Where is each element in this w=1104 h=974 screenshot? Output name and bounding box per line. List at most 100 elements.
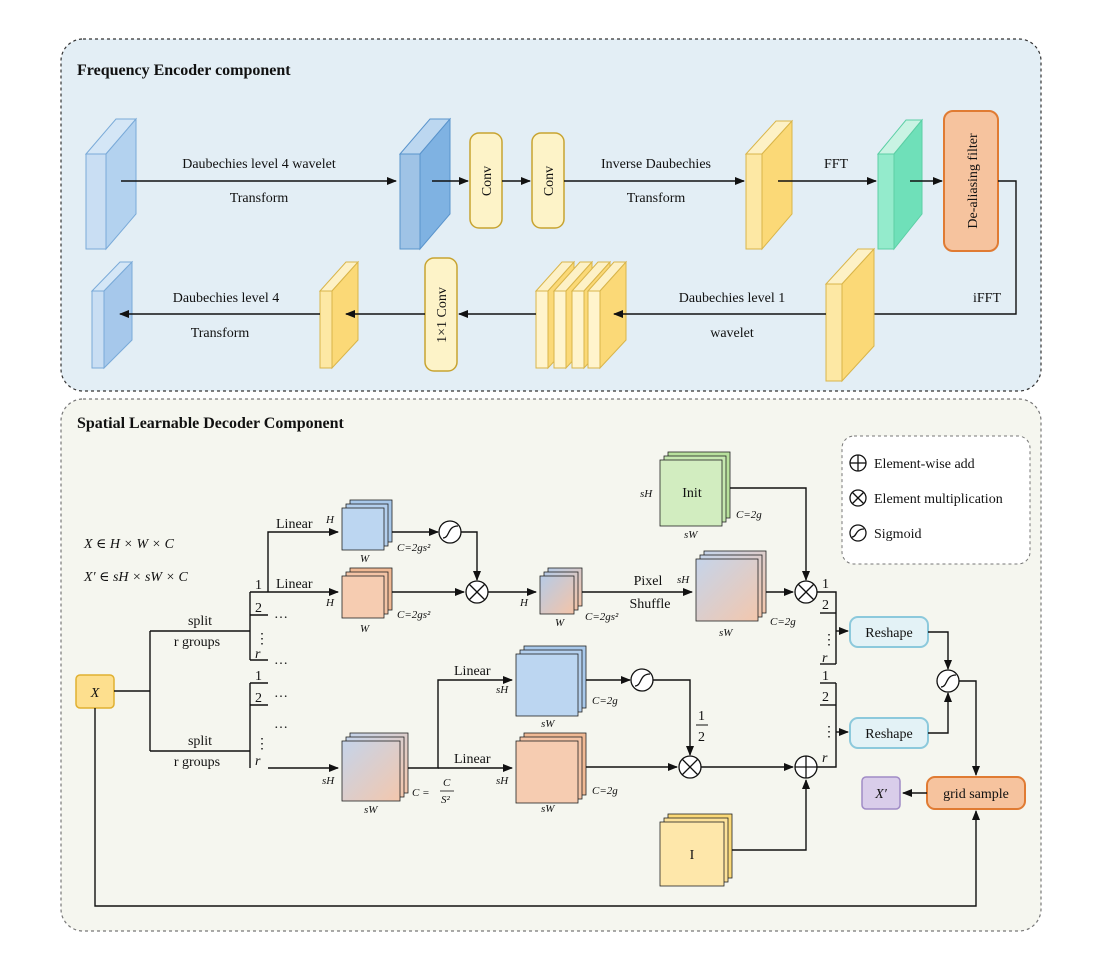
linear-label-4: Linear <box>454 752 491 767</box>
yellow-block-stack <box>534 260 628 370</box>
yellow-block-inverse <box>744 119 794 251</box>
idx-top-r: r <box>255 647 261 662</box>
idx-top-1: 1 <box>255 578 262 593</box>
dim-h-3: H <box>519 597 529 609</box>
dim-c-5: C=2g <box>592 695 618 707</box>
idx-bot-dots: ⋮ <box>255 737 269 752</box>
reshape-box-2: Reshape <box>849 717 929 749</box>
label-wavelet-b: Transform <box>230 191 289 206</box>
linear-label-2: Linear <box>276 577 313 592</box>
multiply-icon-3 <box>678 755 702 779</box>
idx-bot-1: 1 <box>255 669 262 684</box>
split-label-2a: split <box>188 734 212 749</box>
salmon-stack-hw <box>341 567 393 619</box>
idx-rb-r: r <box>822 751 828 766</box>
dim-sw-2: sW <box>541 718 555 730</box>
label-inverse-a: Inverse Daubechies <box>601 157 711 172</box>
multiply-icon-1 <box>465 580 489 604</box>
dim-c-4: C=2g <box>770 616 796 628</box>
arrow-sigmoid-to-mul <box>461 531 481 581</box>
dim-sh-bot: sH <box>322 775 335 787</box>
identity-label: I <box>690 848 695 863</box>
idx-top-2: 2 <box>255 601 262 616</box>
half-den: 2 <box>698 730 705 745</box>
svg-text:X′: X′ <box>874 787 888 802</box>
legend-add: Element-wise add <box>874 457 975 472</box>
conv-box-2: Conv <box>531 132 565 229</box>
add-icon <box>849 454 867 472</box>
arrow-init-to-mul <box>730 487 810 581</box>
svg-text:X: X <box>90 686 100 701</box>
idx-rb-dots: ⋮ <box>822 725 836 740</box>
multiply-icon <box>849 489 867 507</box>
arrow-reshape1-to-sigmoid <box>928 631 952 670</box>
label-fft: FFT <box>824 157 849 172</box>
dim-c-2: C=2gs² <box>397 609 431 621</box>
svg-text:De-aliasing filter: De-aliasing filter <box>966 133 981 229</box>
linear-label-1: Linear <box>276 517 313 532</box>
svg-text:Reshape: Reshape <box>865 626 912 641</box>
identity-stack: I <box>659 813 733 887</box>
blue-block-input <box>84 117 138 251</box>
pixel-label: Pixel <box>634 574 663 589</box>
dim-w-1: W <box>360 553 370 565</box>
dim-sw-bot: sW <box>364 804 378 816</box>
sigmoid-icon <box>849 524 867 542</box>
label-ifft: iFFT <box>973 291 1001 306</box>
idx-rb-2: 2 <box>822 690 829 705</box>
ellipsis-bot-1: … <box>274 686 288 701</box>
conv1x1-box: 1×1 Conv <box>424 257 458 372</box>
dim-sw-init: sW <box>684 529 698 541</box>
x-input-box: X <box>75 674 115 709</box>
svg-text:grid sample: grid sample <box>943 787 1009 802</box>
arrow-ifft <box>861 180 1017 318</box>
dealiasing-filter-box: De-aliasing filter <box>943 110 999 252</box>
init-label: Init <box>682 486 702 501</box>
init-stack: Init <box>659 451 731 527</box>
arrow-linear-blue-2 <box>408 676 513 769</box>
bracket-right-bottom <box>817 683 837 768</box>
svg-text:Reshape: Reshape <box>865 727 912 742</box>
mix-stack-bottom <box>341 732 409 802</box>
blue-block-wavelet <box>398 117 452 251</box>
idx-rt-1: 1 <box>822 577 829 592</box>
arrow-skip-x-to-grid <box>94 708 980 907</box>
x-output-box: X′ <box>861 776 901 810</box>
legend: Element-wise add Element multiplication … <box>841 435 1031 565</box>
sigmoid-icon-3 <box>936 669 960 693</box>
dim-c-init: C=2g <box>736 509 762 521</box>
blue-stack-shw <box>515 645 587 717</box>
equation-x-prime: X′ ∈ sH × sW × C <box>83 570 189 585</box>
label-level4-a: Daubechies level 4 <box>173 291 280 306</box>
multiply-icon-2 <box>794 580 818 604</box>
legend-sig: Sigmoid <box>874 527 921 542</box>
ellipsis-top-r: … <box>274 653 288 668</box>
dim-sh-init: sH <box>640 488 653 500</box>
dim-cfrac-den: S² <box>441 794 451 806</box>
blue-stack-hw <box>341 499 393 551</box>
dim-h-2: H <box>325 597 335 609</box>
label-level1-a: Daubechies level 1 <box>679 291 786 306</box>
encoder-title: Frequency Encoder component <box>77 62 291 79</box>
idx-rt-dots: ⋮ <box>822 633 836 648</box>
sigmoid-icon-1 <box>438 520 462 544</box>
mix-stack-hw <box>539 567 583 615</box>
decoder-title: Spatial Learnable Decoder Component <box>77 415 344 432</box>
legend-mul: Element multiplication <box>874 492 1003 507</box>
yellow-block-ifft <box>824 247 876 383</box>
split-label-2b: r groups <box>174 755 220 770</box>
reshape-box-1: Reshape <box>849 616 929 648</box>
dim-sh-3: sH <box>496 775 509 787</box>
arrow-sigmoid-to-grid <box>959 680 980 776</box>
shuffle-label: Shuffle <box>630 597 671 612</box>
idx-top-dots: ⋮ <box>255 632 269 647</box>
idx-bot-r: r <box>255 754 261 769</box>
arrow-sigmoid-to-mul-2 <box>653 679 694 756</box>
dim-sh-1: sH <box>677 574 690 586</box>
mix-stack-shw <box>695 550 767 622</box>
dim-sh-2: sH <box>496 684 509 696</box>
svg-text:1×1 Conv: 1×1 Conv <box>435 287 450 343</box>
idx-bot-2: 2 <box>255 691 262 706</box>
idx-rb-1: 1 <box>822 669 829 684</box>
ellipsis-top-2: … <box>274 607 288 622</box>
